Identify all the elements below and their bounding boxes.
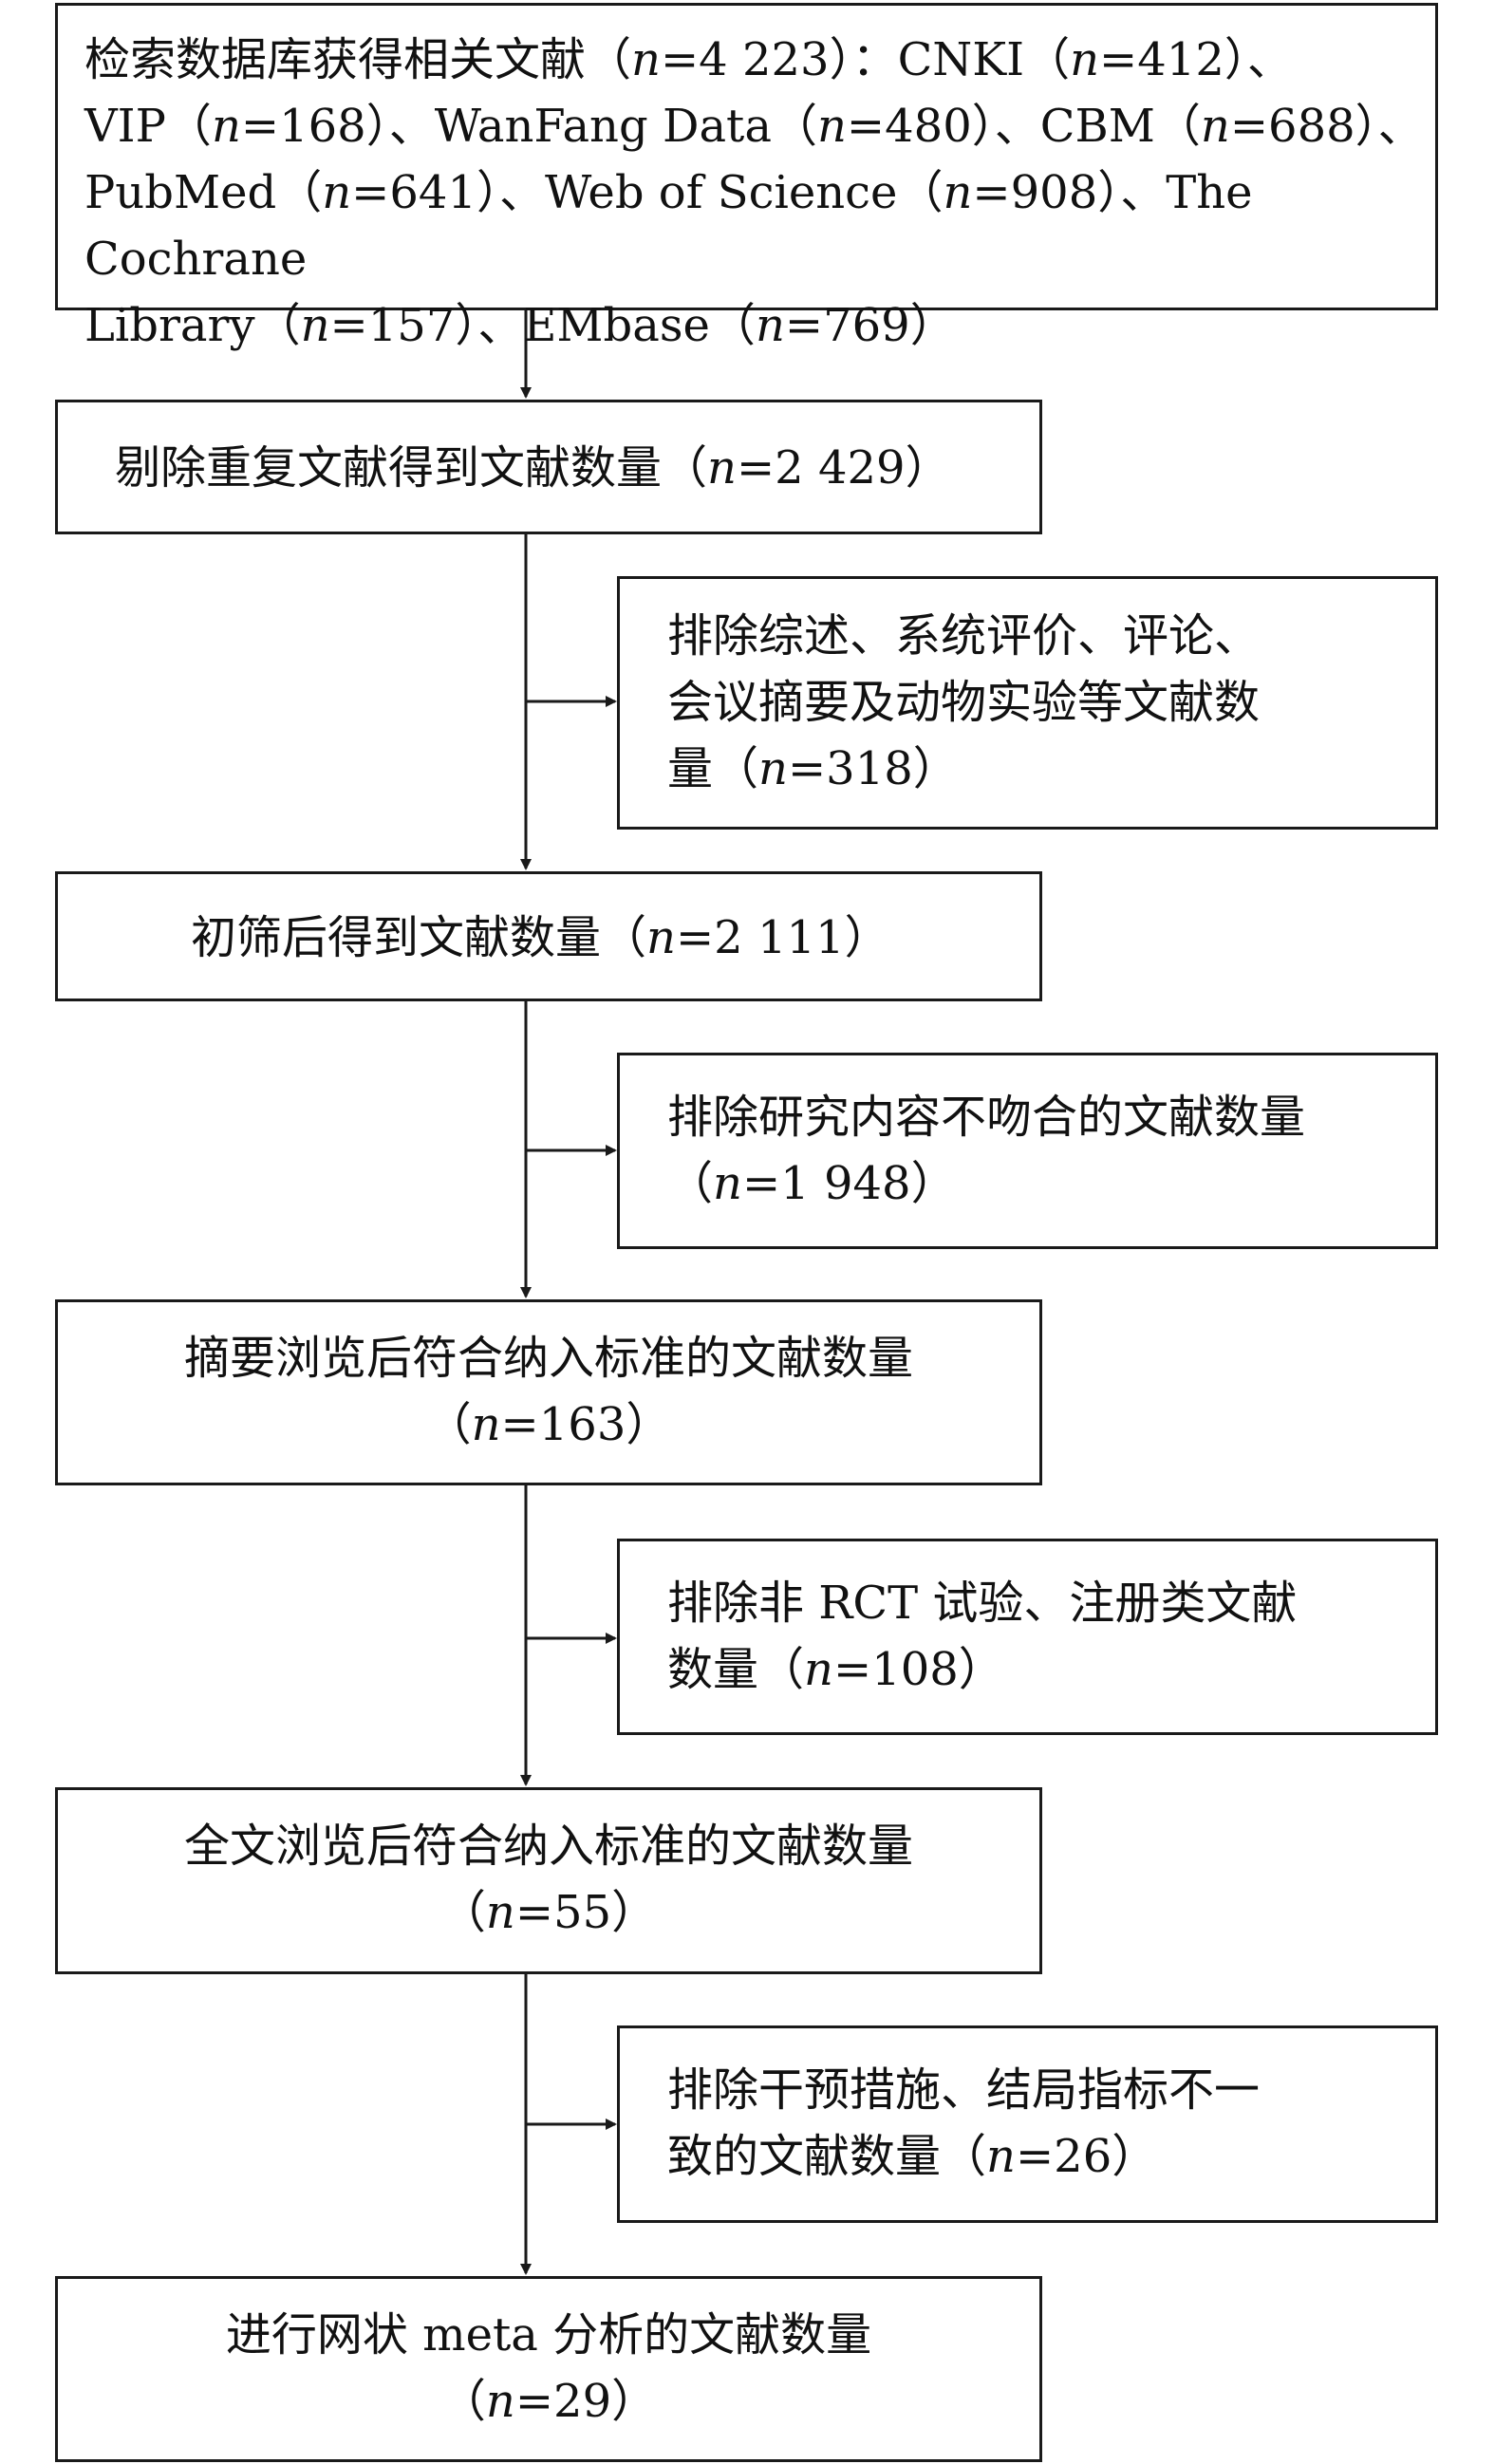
step-box-fulltext: 全文浏览后符合纳入标准的文献数量 （n=55） [55, 1787, 1042, 1974]
exclusion-text-intervention: 排除干预措施、结局指标不一 致的文献数量（n=26） [667, 2063, 1261, 2183]
exclusion-box-intervention: 排除干预措施、结局指标不一 致的文献数量（n=26） [617, 2025, 1438, 2223]
step-box-meta-analysis: 进行网状 meta 分析的文献数量 （n=29） [55, 2276, 1042, 2462]
exclusion-box-content: 排除研究内容不吻合的文献数量 （n=1 948） [617, 1053, 1438, 1249]
step-box-dedup: 剔除重复文献得到文献数量（n=2 429） [55, 400, 1042, 534]
step-box-search: 检索数据库获得相关文献（n=4 223）：CNKI（n=412）、 VIP（n=… [55, 3, 1438, 352]
exclusion-text-content: 排除研究内容不吻合的文献数量 （n=1 948） [667, 1091, 1306, 1210]
step-box-initial-screen: 初筛后得到文献数量（n=2 111） [55, 871, 1042, 1001]
step-text-dedup: 剔除重复文献得到文献数量（n=2 429） [115, 441, 951, 495]
exclusion-box-non-rct: 排除非 RCT 试验、注册类文献 数量（n=108） [617, 1539, 1438, 1735]
step-box-abstract: 摘要浏览后符合纳入标准的文献数量 （n=163） [55, 1299, 1042, 1485]
exclusion-text-reviews: 排除综述、系统评价、评论、 会议摘要及动物实验等文献数 量（n=318） [667, 609, 1261, 795]
step-text-fulltext: 全文浏览后符合纳入标准的文献数量 （n=55） [183, 1820, 913, 1939]
exclusion-box-reviews: 排除综述、系统评价、评论、 会议摘要及动物实验等文献数 量（n=318） [617, 576, 1438, 830]
step-text-abstract: 摘要浏览后符合纳入标准的文献数量 （n=163） [183, 1332, 913, 1451]
step-text-meta-analysis: 进行网状 meta 分析的文献数量 （n=29） [225, 2308, 872, 2428]
step-text-search: 检索数据库获得相关文献（n=4 223）：CNKI（n=412）、 VIP（n=… [84, 33, 1424, 352]
step-text-initial-screen: 初筛后得到文献数量（n=2 111） [191, 911, 890, 964]
exclusion-text-non-rct: 排除非 RCT 试验、注册类文献 数量（n=108） [667, 1577, 1298, 1696]
